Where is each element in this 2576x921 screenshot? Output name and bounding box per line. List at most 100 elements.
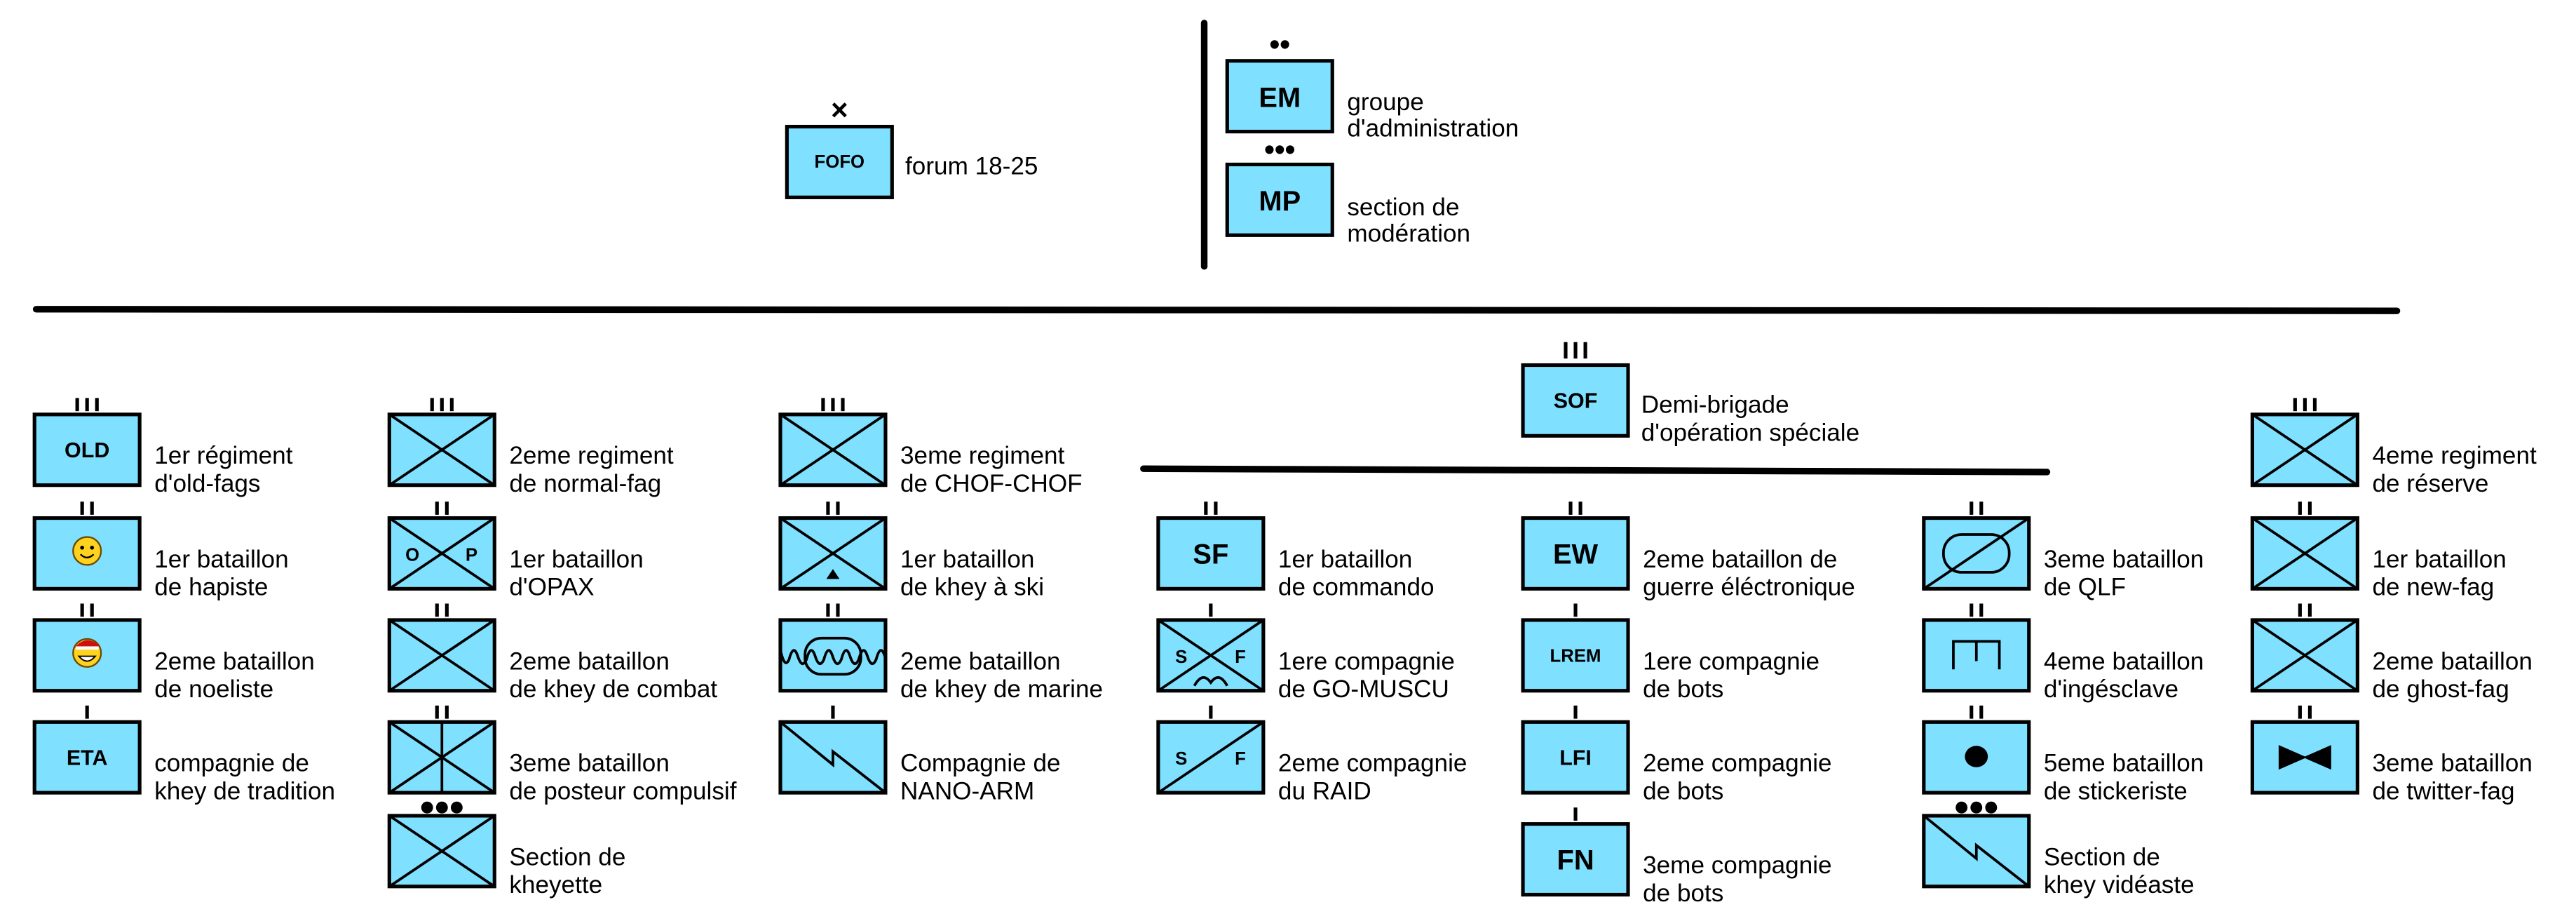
echelon-dot [421,801,433,814]
echelon-dot [450,801,463,814]
echelon-marker [1970,705,1984,719]
unit-mp: ••• MP section de modération [1225,133,1470,248]
unit-frame [32,720,142,795]
unit-label-line1: 1er bataillon [154,546,288,573]
unit-label-line2: de bots [1643,880,1723,907]
unit-frame [1521,516,1630,591]
unit-label-line1: 1ere compagnie [1643,647,1819,675]
unit-label-line1: 5eme bataillon [2044,750,2204,777]
unit-letter: S [1175,749,1187,769]
unit-frame [778,720,888,795]
unit-label-line1: Demi-brigade [1641,391,1789,418]
unit-label-line2: d'OPAX [509,574,594,601]
echelon-marker [1955,801,1998,814]
echelon-marker [821,398,845,412]
unit-frame [1521,618,1630,693]
unit-label-line2: de normal-fag [509,470,661,497]
unit-forum: × FOFO forum 18-25 [785,93,1038,199]
echelon-marker: ••• [1264,133,1295,166]
unit-frame [1521,363,1630,438]
unit-abbr: SF [1193,539,1228,570]
unit-label-line2: de GO-MUSCU [1278,675,1449,703]
diagonal-line [388,619,496,692]
mountain-icon [826,569,840,579]
eye [80,545,84,550]
unit-label-line1: 1er bataillon [2372,546,2506,573]
echelon-marker [75,398,99,412]
santa-hat [74,640,100,648]
unit-label-line1: 2eme bataillon [154,647,315,675]
unit-label-line2: khey vidéaste [2044,871,2195,899]
unit-label-line2: de commando [1278,574,1435,601]
unit-label-line2: NANO-ARM [900,777,1034,805]
unit-label-line1: 3eme regiment [900,442,1065,469]
diagonal-line [388,517,496,590]
echelon-marker [430,398,454,412]
diagonal-line [388,814,496,888]
artillery-dot [1965,746,1988,767]
unit-label-line1: Compagnie de [900,750,1061,777]
unit-label-line1: 2eme bataillon [2372,647,2533,675]
echelon-marker [1970,502,1984,515]
mouth [79,553,95,558]
unit-abbr: EW [1553,539,1599,570]
santa-smiley-icon [72,638,102,668]
unit-label-line1: 3eme bataillon [2372,750,2533,777]
unit-label-line2: de ghost-fag [2372,675,2509,703]
unit-label-line1: 1ere compagnie [1278,647,1455,675]
echelon-marker [2298,705,2312,719]
unit-abbr: FOFO [815,152,865,172]
face [72,536,102,566]
echelon-marker [1568,502,1582,515]
hat-brim [75,646,99,650]
diagonal-line [388,413,496,487]
unit-sof: SOF Demi-brigade d'opération spéciale [1521,342,1859,446]
unit-abbr: FN [1557,845,1594,875]
unit-abbr: LFI [1559,746,1592,770]
lightning-bolt [1923,814,2030,888]
unit-label-line2: guerre éléctronique [1643,574,1855,601]
echelon-marker [2293,398,2317,412]
echelon-marker [435,502,449,515]
unit-frame [785,124,894,199]
echelon-marker [80,502,94,515]
echelon-marker [826,603,840,617]
unit-label-line2: de réserve [2372,470,2488,497]
unit-abbr: OLD [65,438,109,462]
unit-frame [1225,162,1334,237]
unit-label-line2: de twitter-fag [2372,777,2514,805]
sof-branch-line [1140,465,2051,476]
unit-label-line2: d'opération spéciale [1641,419,1859,446]
unit-em: •• EM groupe d'administration [1225,27,1519,142]
unit-abbr: EM [1259,82,1301,113]
unit-letter: S [1175,647,1187,667]
unit-abbr: ETA [67,746,108,770]
echelon-marker [80,603,94,617]
echelon-marker [1204,502,1218,515]
echelon-marker [435,603,449,617]
diagonal-line [779,413,886,487]
unit-frame [1521,720,1630,795]
main-branch-line [32,306,2401,314]
unit-label-line1: 3eme bataillon [509,750,670,777]
unit-abbr: MP [1259,186,1301,217]
unit-label-line2: d'old-fags [154,470,260,497]
unit-label-line2: khey de tradition [154,777,335,805]
